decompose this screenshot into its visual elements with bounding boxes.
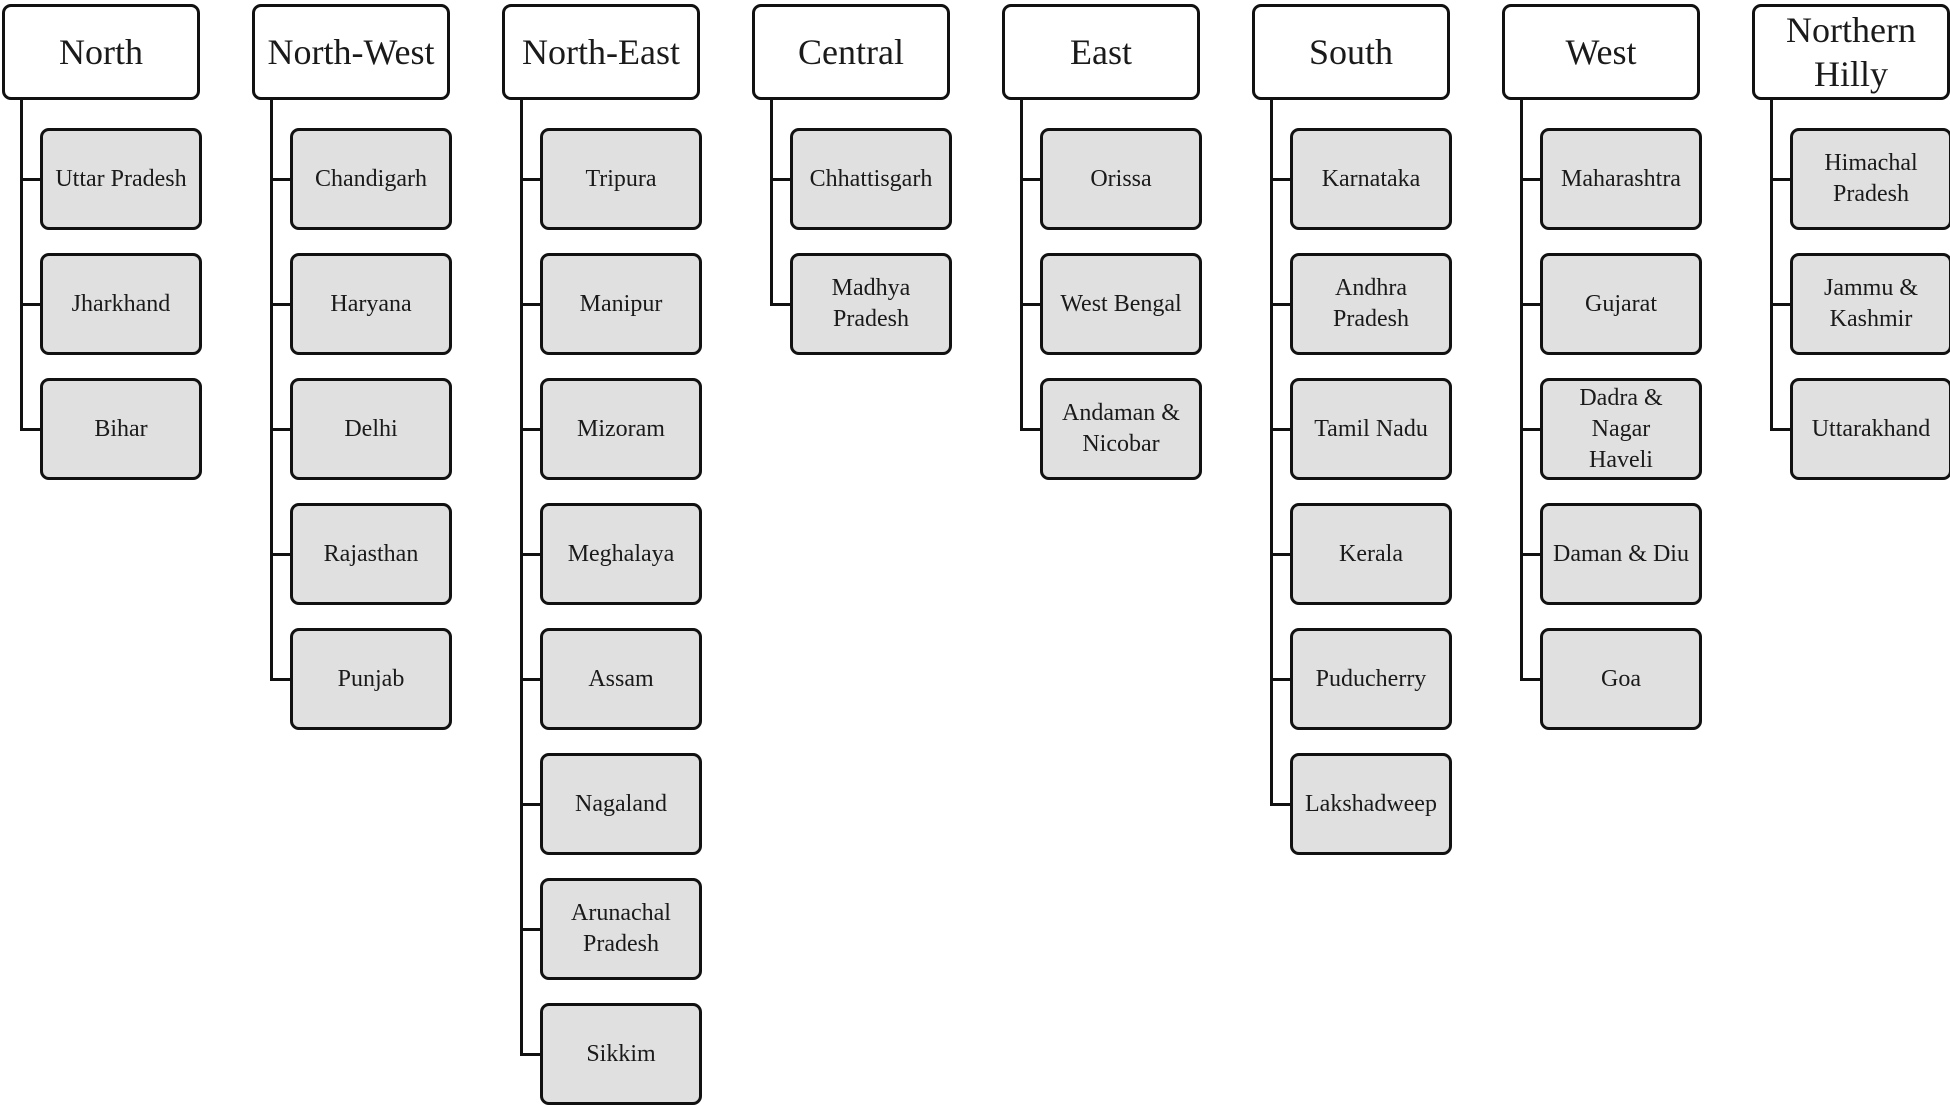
connector-branch [20, 428, 42, 431]
connector-branch [520, 553, 542, 556]
connector-trunk [1520, 100, 1523, 681]
connector-branch [1020, 303, 1042, 306]
state-box: Meghalaya [540, 503, 702, 605]
region-header: South [1252, 4, 1450, 100]
connector-branch [770, 303, 792, 306]
state-box: Arunachal Pradesh [540, 878, 702, 980]
region-header: North-West [252, 4, 450, 100]
state-box: Lakshadweep [1290, 753, 1452, 855]
connector-branch [1770, 303, 1792, 306]
connector-trunk [20, 100, 23, 431]
state-box: Jammu & Kashmir [1790, 253, 1950, 355]
state-box: Chandigarh [290, 128, 452, 230]
region-header: Central [752, 4, 950, 100]
connector-branch [520, 1053, 542, 1056]
connector-branch [520, 678, 542, 681]
state-box: Tamil Nadu [1290, 378, 1452, 480]
state-box: Gujarat [1540, 253, 1702, 355]
connector-branch [270, 553, 292, 556]
state-box: Chhattisgarh [790, 128, 952, 230]
region-header: North [2, 4, 200, 100]
state-box: Delhi [290, 378, 452, 480]
connector-branch [270, 678, 292, 681]
region-header: West [1502, 4, 1700, 100]
state-box: Madhya Pradesh [790, 253, 952, 355]
state-box: Haryana [290, 253, 452, 355]
connector-branch [20, 303, 42, 306]
connector-branch [20, 178, 42, 181]
connector-trunk [770, 100, 773, 306]
region-header: East [1002, 4, 1200, 100]
connector-branch [520, 428, 542, 431]
connector-branch [1520, 678, 1542, 681]
connector-branch [270, 428, 292, 431]
state-box: Kerala [1290, 503, 1452, 605]
state-box: Punjab [290, 628, 452, 730]
state-box: Nagaland [540, 753, 702, 855]
connector-branch [770, 178, 792, 181]
connector-branch [1270, 553, 1292, 556]
state-box: Assam [540, 628, 702, 730]
state-box: Karnataka [1290, 128, 1452, 230]
connector-branch [520, 178, 542, 181]
state-box: Daman & Diu [1540, 503, 1702, 605]
state-box: Orissa [1040, 128, 1202, 230]
connector-branch [1270, 178, 1292, 181]
connector-branch [270, 303, 292, 306]
connector-branch [1270, 428, 1292, 431]
connector-branch [520, 928, 542, 931]
state-box: Tripura [540, 128, 702, 230]
connector-branch [1270, 303, 1292, 306]
state-box: Rajasthan [290, 503, 452, 605]
connector-trunk [520, 100, 523, 1056]
connector-branch [1270, 678, 1292, 681]
connector-branch [1520, 178, 1542, 181]
state-box: Puducherry [1290, 628, 1452, 730]
connector-branch [1020, 428, 1042, 431]
state-box: Himachal Pradesh [1790, 128, 1950, 230]
connector-branch [1770, 428, 1792, 431]
connector-branch [1270, 803, 1292, 806]
connector-branch [1770, 178, 1792, 181]
connector-branch [1020, 178, 1042, 181]
connector-branch [1520, 303, 1542, 306]
connector-branch [270, 178, 292, 181]
state-box: Dadra & Nagar Haveli [1540, 378, 1702, 480]
connector-branch [520, 803, 542, 806]
connector-branch [520, 303, 542, 306]
region-header: North-East [502, 4, 700, 100]
state-box: Jharkhand [40, 253, 202, 355]
state-box: Uttar Pradesh [40, 128, 202, 230]
state-box: Manipur [540, 253, 702, 355]
state-box: West Bengal [1040, 253, 1202, 355]
connector-trunk [1770, 100, 1773, 431]
connector-branch [1520, 553, 1542, 556]
connector-branch [1520, 428, 1542, 431]
state-box: Bihar [40, 378, 202, 480]
region-header: Northern Hilly [1752, 4, 1950, 100]
state-box: Maharashtra [1540, 128, 1702, 230]
connector-trunk [270, 100, 273, 681]
connector-trunk [1270, 100, 1273, 806]
state-box: Sikkim [540, 1003, 702, 1105]
state-box: Uttarakhand [1790, 378, 1950, 480]
state-box: Goa [1540, 628, 1702, 730]
state-box: Mizoram [540, 378, 702, 480]
state-box: Andhra Pradesh [1290, 253, 1452, 355]
connector-trunk [1020, 100, 1023, 431]
state-box: Andaman & Nicobar [1040, 378, 1202, 480]
